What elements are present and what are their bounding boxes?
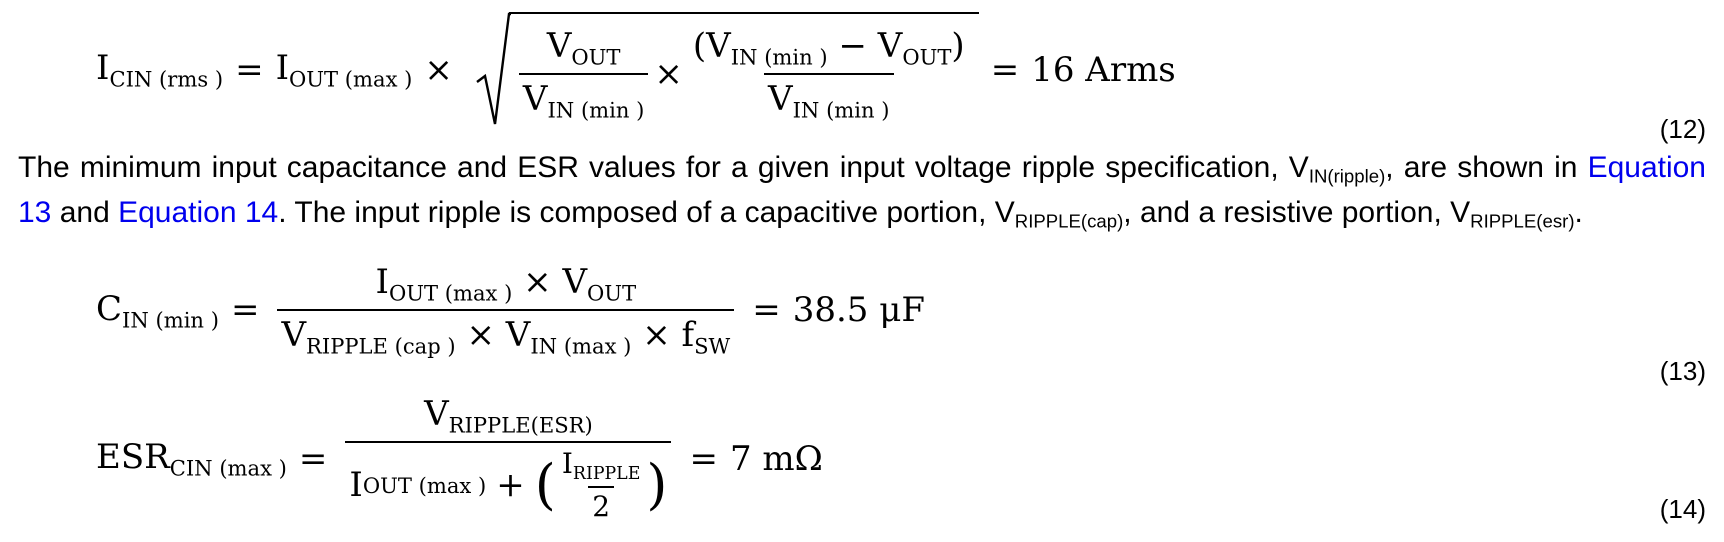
eq13-lhs: CIN (min )	[96, 288, 219, 333]
eq12-factor: IOUT (max )	[275, 48, 413, 92]
eq13-result: 38.5 μF	[792, 290, 925, 331]
equals-sign: =	[689, 438, 718, 479]
eq13-fraction: IOUT (max ) × VOUT VRIPPLE (cap ) × VIN …	[277, 262, 735, 359]
equals-sign: =	[752, 290, 781, 331]
eq12-fraction-2: (VIN (min ) − VOUT) VIN (min )	[692, 25, 965, 123]
equation-number-14: (14)	[1659, 494, 1706, 524]
equation-number-13: (13)	[1659, 356, 1706, 386]
equals-sign: =	[230, 290, 260, 331]
eq12-result: 16 Arms	[1031, 50, 1176, 90]
equation-12: ICIN (rms ) = IOUT (max ) × VOUT VIN (mi…	[96, 12, 1176, 128]
eq12-lhs: ICIN (rms )	[96, 48, 224, 92]
equation-14-link[interactable]: Equation 14	[118, 195, 279, 229]
equation-13-link[interactable]: Equation 13	[18, 151, 1706, 229]
equation-number-12: (12)	[1659, 114, 1706, 144]
equation-13: CIN (min ) = IOUT (max ) × VOUT VRIPPLE …	[96, 262, 925, 359]
eq14-result: 7 mΩ	[729, 438, 823, 479]
times-sign: ×	[424, 50, 453, 90]
times-sign: ×	[654, 54, 683, 94]
square-root: VOUT VIN (min ) × (VIN (min ) − VOUT) VI…	[475, 12, 979, 128]
eq14-inner-fraction: IRIPPLE 2	[561, 447, 641, 524]
square-root-body: VOUT VIN (min ) × (VIN (min ) − VOUT) VI…	[508, 12, 979, 128]
body-paragraph: The minimum input capacitance and ESR va…	[18, 151, 1706, 232]
equals-sign: =	[990, 50, 1020, 90]
equals-sign: =	[235, 50, 264, 90]
equals-sign: =	[298, 438, 328, 479]
eq14-lhs: ESRCIN (max )	[96, 437, 287, 481]
eq12-fraction-1: VOUT VIN (min )	[518, 26, 649, 122]
radical-sign-icon	[476, 12, 511, 125]
